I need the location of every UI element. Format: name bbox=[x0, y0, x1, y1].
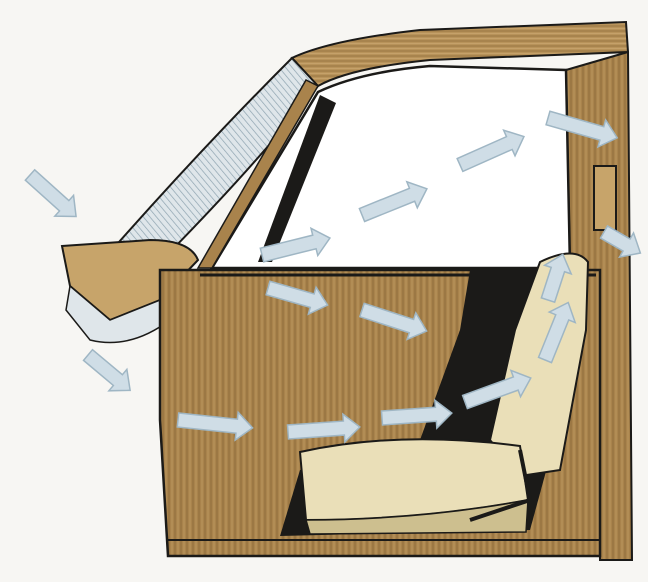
belt-anchor bbox=[594, 166, 616, 230]
airflow-arrow-2 bbox=[79, 344, 139, 401]
airflow-arrow-1 bbox=[21, 165, 86, 227]
